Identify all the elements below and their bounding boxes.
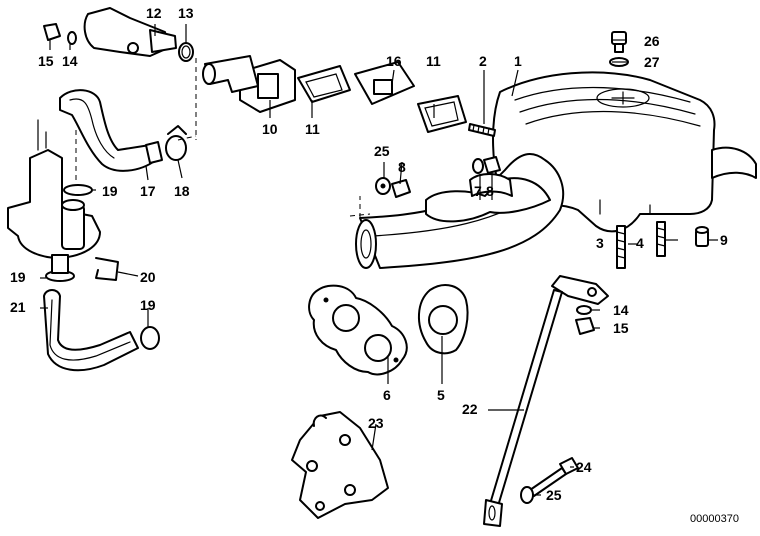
- flange-part-16: [354, 61, 415, 105]
- drawing-number: 00000370: [690, 513, 739, 525]
- hose-part-21: [43, 289, 139, 372]
- clamp-part-18: [165, 125, 187, 161]
- callout-26: 26: [644, 33, 660, 49]
- callout-19-lower: 19: [140, 297, 156, 313]
- gasket-part-6: [308, 284, 408, 376]
- callout-1: 1: [514, 53, 522, 69]
- callout-labels: 1 2 3 4 5 6 7 8 8 9 10 11 11 12 13 14 14…: [10, 5, 739, 525]
- callout-20: 20: [140, 269, 156, 285]
- callout-17: 17: [140, 183, 156, 199]
- callout-13: 13: [178, 5, 194, 21]
- callout-25-lower: 25: [546, 487, 562, 503]
- callout-8-left: 8: [398, 159, 406, 175]
- callout-10: 10: [262, 121, 278, 137]
- pipe-elbow-connector: [202, 55, 259, 93]
- washer-part-25-lower: [520, 486, 534, 504]
- bracket-part-23: [291, 411, 389, 519]
- callout-2: 2: [479, 53, 487, 69]
- washer-part-7: [472, 158, 484, 174]
- nut-part-8-right: [483, 156, 501, 174]
- gasket-part-11-right: [417, 95, 467, 133]
- washer-part-25-upper: [375, 177, 391, 195]
- callout-21: 21: [10, 299, 26, 315]
- callout-3: 3: [596, 235, 604, 251]
- gasket-part-11-left: [297, 65, 351, 103]
- callout-7: 7: [474, 183, 482, 199]
- callout-15-upper: 15: [38, 53, 54, 69]
- heater-valve-body: [7, 119, 101, 274]
- callout-15-lower: 15: [613, 320, 629, 336]
- callout-8-right: 8: [486, 183, 494, 199]
- heat-valve-part-12: [83, 7, 177, 57]
- callout-11-left: 11: [305, 121, 320, 137]
- nut-part-15-lower: [575, 317, 595, 335]
- exhaust-manifold: [355, 153, 565, 269]
- callout-4: 4: [636, 235, 644, 251]
- callout-6: 6: [383, 387, 391, 403]
- support-strap-part-22: [483, 275, 609, 527]
- clamp-part-19-upper: [63, 184, 93, 196]
- clamp-part-19-lower: [140, 326, 160, 350]
- callout-14-upper: 14: [62, 53, 78, 69]
- hose-part-17: [59, 89, 163, 172]
- callout-11-right: 11: [426, 53, 441, 69]
- stud-part-3: [616, 225, 626, 269]
- washer-part-14-lower: [576, 305, 592, 315]
- stud-part-4: [656, 221, 666, 257]
- callout-23: 23: [368, 415, 384, 431]
- callout-9: 9: [720, 232, 728, 248]
- spacer-part-9: [695, 226, 709, 247]
- callout-19-upper: 19: [102, 183, 118, 199]
- plug-part-26: [611, 31, 627, 53]
- stud-part-2: [468, 123, 496, 137]
- callout-27: 27: [644, 54, 660, 70]
- leader-lines: [40, 24, 718, 496]
- callout-19-middle: 19: [10, 269, 26, 285]
- callout-12: 12: [146, 5, 162, 21]
- callout-24: 24: [576, 459, 592, 475]
- clip-part-20: [95, 257, 119, 281]
- callout-14-lower: 14: [613, 302, 629, 318]
- washer-part-14-upper: [67, 31, 77, 45]
- callout-25-upper: 25: [374, 143, 390, 159]
- nut-part-15-upper: [43, 23, 61, 41]
- ring-part-13: [178, 42, 194, 62]
- callout-5: 5: [437, 387, 445, 403]
- callout-16: 16: [386, 53, 402, 69]
- nut-part-8-left: [391, 179, 411, 198]
- callout-18: 18: [174, 183, 190, 199]
- gasket-part-5: [418, 284, 469, 355]
- callout-22: 22: [462, 401, 478, 417]
- assembly-lines: [75, 58, 371, 218]
